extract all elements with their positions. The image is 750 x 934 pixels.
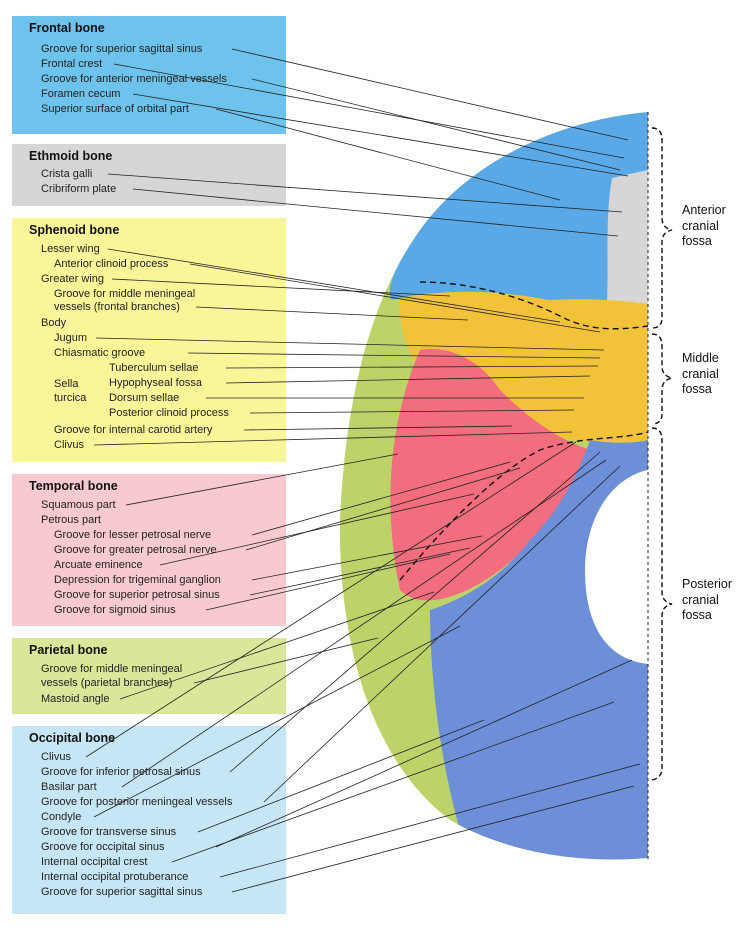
label-crista-galli: Crista galli bbox=[41, 168, 93, 180]
anterior-fossa-label: Anterior cranial fossa bbox=[682, 203, 726, 250]
label-cribriform-plate: Cribriform plate bbox=[41, 183, 117, 195]
label-petrous-part: Petrous part bbox=[41, 514, 101, 526]
label-clivus-sphenoid: Clivus bbox=[54, 439, 84, 451]
label-tuberculum-sellae: Tuberculum sellae bbox=[109, 362, 199, 374]
posterior-fossa-label-2: cranial bbox=[682, 592, 719, 607]
posterior-fossa-brace bbox=[651, 427, 673, 781]
label-groove-middle-meningeal-frontal-1: Groove for middle meningeal bbox=[54, 288, 196, 300]
posterior-fossa-label-1: Posterior bbox=[682, 577, 733, 591]
label-internal-occipital-protuberance: Internal occipital protuberance bbox=[41, 871, 189, 883]
label-body: Body bbox=[41, 317, 67, 329]
sella-turcica-label-2: turcica bbox=[54, 392, 87, 404]
label-groove-middle-meningeal-frontal-2: vessels (frontal branches) bbox=[54, 301, 180, 313]
middle-fossa-brace bbox=[651, 333, 673, 425]
label-arcuate-eminence: Arcuate eminence bbox=[54, 559, 143, 571]
posterior-fossa-label: Posterior cranial fossa bbox=[682, 577, 732, 624]
label-chiasmatic-groove: Chiasmatic groove bbox=[54, 347, 146, 359]
label-lesser-wing: Lesser wing bbox=[41, 243, 100, 255]
label-groove-superior-petrosal: Groove for superior petrosal sinus bbox=[54, 589, 220, 601]
frontal-bone-title: Frontal bone bbox=[29, 21, 105, 35]
anterior-fossa-brace bbox=[651, 127, 673, 329]
label-condyle: Condyle bbox=[41, 811, 82, 823]
label-groove-sigmoid: Groove for sigmoid sinus bbox=[54, 604, 176, 616]
label-greater-wing: Greater wing bbox=[41, 273, 104, 285]
occipital-bone-title: Occipital bone bbox=[29, 731, 116, 745]
label-hypophyseal-fossa: Hypophyseal fossa bbox=[109, 377, 202, 389]
parietal-bone-title: Parietal bone bbox=[29, 643, 108, 657]
label-groove-internal-carotid: Groove for internal carotid artery bbox=[54, 424, 213, 436]
temporal-bone-title: Temporal bone bbox=[29, 479, 118, 493]
label-groove-superior-sagittal-sinus: Groove for superior sagittal sinus bbox=[41, 43, 203, 55]
label-clivus-occipital: Clivus bbox=[41, 751, 71, 763]
posterior-fossa-label-3: fossa bbox=[682, 608, 712, 622]
anterior-fossa-label-1: Anterior bbox=[682, 203, 726, 217]
ethmoid-region bbox=[606, 170, 648, 322]
label-mastoid-angle: Mastoid angle bbox=[41, 693, 110, 705]
label-groove-occipital-sinus: Groove for occipital sinus bbox=[41, 841, 165, 853]
middle-fossa-label: Middle cranial fossa bbox=[682, 351, 719, 398]
label-groove-superior-sagittal-occipital: Groove for superior sagittal sinus bbox=[41, 886, 203, 898]
label-groove-anterior-meningeal: Groove for anterior meningeal vessels bbox=[41, 73, 227, 85]
label-internal-occipital-crest: Internal occipital crest bbox=[41, 856, 148, 868]
label-groove-middle-meningeal-parietal-1: Groove for middle meningeal bbox=[41, 663, 183, 675]
ethmoid-bone-title: Ethmoid bone bbox=[29, 149, 113, 163]
sphenoid-bone-title: Sphenoid bone bbox=[29, 223, 120, 237]
label-groove-posterior-meningeal: Groove for posterior meningeal vessels bbox=[41, 796, 233, 808]
middle-fossa-label-1: Middle bbox=[682, 351, 719, 365]
anterior-fossa-label-3: fossa bbox=[682, 234, 712, 248]
label-superior-surface-orbital: Superior surface of orbital part bbox=[41, 103, 189, 115]
label-basilar-part: Basilar part bbox=[41, 781, 97, 793]
label-jugum: Jugum bbox=[54, 332, 88, 344]
label-dorsum-sellae: Dorsum sellae bbox=[109, 392, 180, 404]
label-anterior-clinoid: Anterior clinoid process bbox=[54, 258, 169, 270]
label-foramen-cecum: Foramen cecum bbox=[41, 88, 121, 100]
label-frontal-crest: Frontal crest bbox=[41, 58, 103, 70]
label-groove-middle-meningeal-parietal-2: vessels (parietal branches) bbox=[41, 677, 173, 689]
label-groove-lesser-petrosal: Groove for lesser petrosal nerve bbox=[54, 529, 212, 541]
label-groove-transverse-sinus: Groove for transverse sinus bbox=[41, 826, 177, 838]
middle-fossa-label-2: cranial bbox=[682, 366, 719, 381]
anterior-fossa-label-2: cranial bbox=[682, 218, 719, 233]
label-groove-inferior-petrosal: Groove for inferior petrosal sinus bbox=[41, 766, 201, 778]
middle-fossa-label-3: fossa bbox=[682, 382, 712, 396]
sella-turcica-label-1: Sella bbox=[54, 378, 79, 390]
label-groove-greater-petrosal: Groove for greater petrosal nerve bbox=[54, 544, 217, 556]
label-squamous-part: Squamous part bbox=[41, 499, 116, 511]
label-depression-trigeminal: Depression for trigeminal ganglion bbox=[54, 574, 221, 586]
label-posterior-clinoid: Posterior clinoid process bbox=[109, 407, 229, 419]
